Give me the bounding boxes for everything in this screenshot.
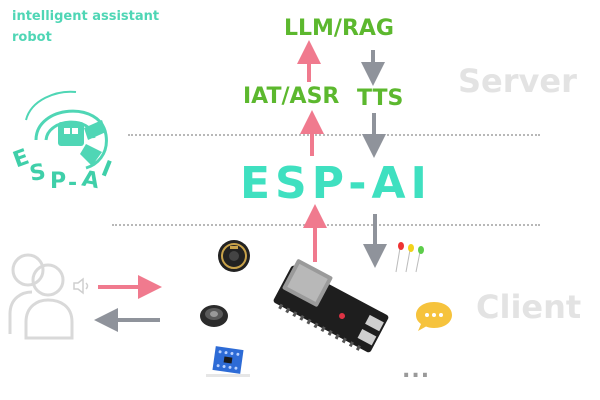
svg-text:S: S <box>28 160 48 187</box>
client-zone-label: Client <box>476 288 582 326</box>
chat-bubble-icon <box>416 302 452 331</box>
esp-ai-title: ESP-AI <box>240 158 432 209</box>
server-zone-label: Server <box>458 62 577 100</box>
user-silhouette-icon <box>8 253 74 340</box>
svg-text:-: - <box>68 171 77 196</box>
sensor-board-icon <box>206 346 250 377</box>
iat-asr-label: IAT/ASR <box>243 84 340 109</box>
server-separator <box>128 134 540 136</box>
more-devices-ellipsis: ... <box>402 358 431 383</box>
speaker-icon <box>73 277 89 295</box>
brand-caption: intelligent assistant robot <box>12 9 160 45</box>
esp-ai-logo-icon: E S P - A I <box>10 90 115 196</box>
llm-rag-label: LLM/RAG <box>284 16 394 41</box>
svg-text:P: P <box>50 169 66 194</box>
microphone-module-icon <box>218 240 250 272</box>
led-lights-icon <box>395 242 424 273</box>
esp32-board-icon <box>273 259 389 353</box>
tts-label: TTS <box>357 86 404 111</box>
speaker-module-icon <box>200 305 228 327</box>
svg-text:A: A <box>80 167 101 195</box>
